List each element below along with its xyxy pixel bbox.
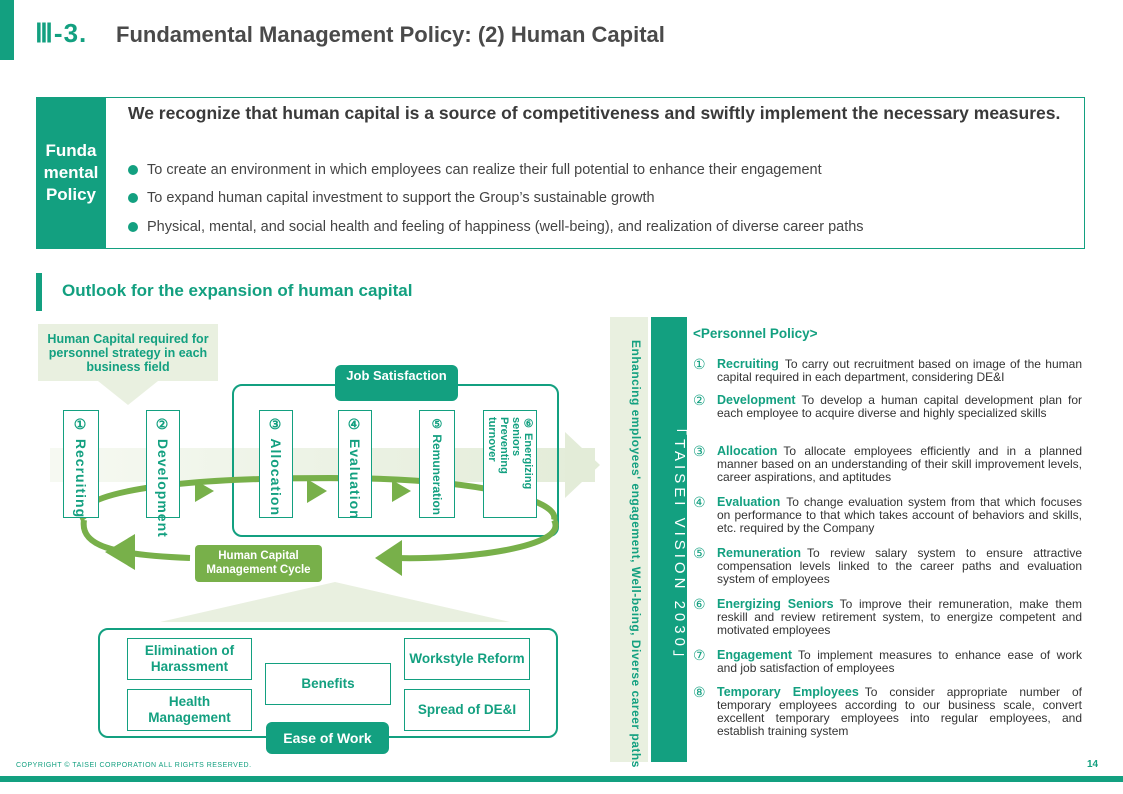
item-number: ⑧ — [693, 684, 706, 700]
chevron-right-icon — [195, 480, 214, 502]
item-text: To change evaluation system from that wh… — [717, 495, 1082, 535]
step-recruiting: ① Recruiting — [63, 410, 99, 518]
ease-item-harassment: Elimination of Harassment — [127, 638, 252, 680]
item-number: ② — [693, 392, 706, 408]
policy-tag-line: Policy — [45, 185, 97, 204]
item-key: Evaluation — [717, 495, 781, 509]
header-accent-bar — [0, 0, 14, 60]
step-label: ② Development — [155, 417, 171, 538]
item-text: To implement measures to enhance ease of… — [717, 648, 1082, 675]
bullet-dot-icon — [128, 165, 138, 175]
ease-item-benefits: Benefits — [265, 663, 391, 705]
item-text: To consider appropriate number of tempor… — [717, 685, 1083, 738]
policy-heading: We recognize that human capital is a sou… — [128, 103, 1061, 123]
outlook-accent-bar — [36, 273, 42, 311]
step-development: ② Development — [146, 410, 180, 538]
policy-bullet-text: To expand human capital investment to su… — [147, 190, 655, 206]
ease-of-work-label: Ease of Work — [266, 722, 389, 754]
item-number: ⑥ — [693, 596, 706, 612]
item-key: Remuneration — [717, 546, 802, 560]
step-label-line: Preventing — [498, 417, 510, 474]
step-label: ⑤ Remuneration — [430, 417, 444, 516]
policy-tag: Funda mental Policy — [36, 97, 106, 249]
cycle-arrow-head-icon — [375, 540, 402, 576]
vision-column — [651, 317, 687, 762]
support-triangle — [160, 582, 510, 622]
cycle-label: Human Capital Management Cycle — [195, 545, 322, 582]
policy-bullet: To expand human capital investment to su… — [128, 190, 655, 206]
step-allocation: ③ Allocation — [259, 410, 293, 518]
policy-tag-line: mental — [43, 163, 99, 182]
human-capital-required-box: Human Capital required for personnel str… — [38, 324, 218, 381]
section-number: Ⅲ-3. — [35, 18, 88, 48]
item-key: Recruiting — [717, 357, 779, 371]
step-label: ① Recruiting — [73, 417, 89, 519]
item-text: To improve their remuneration, make them… — [717, 597, 1082, 637]
page-title: Fundamental Management Policy: (2) Human… — [116, 22, 665, 47]
policy-bullet-text: To create an environment in which employ… — [147, 162, 822, 178]
item-number: ⑤ — [693, 545, 706, 561]
step-energizing-seniors: ⑥ Energizing seniors Preventing turnover — [483, 410, 537, 518]
personnel-policy-heading: <Personnel Policy> — [693, 326, 818, 341]
item-key: Energizing Seniors — [717, 597, 834, 611]
cycle-arrow-head-icon — [105, 534, 135, 570]
ease-item-workstyle: Workstyle Reform — [404, 638, 530, 680]
policy-bullet: To create an environment in which employ… — [128, 162, 822, 178]
item-key: Allocation — [717, 444, 778, 458]
bullet-dot-icon — [128, 222, 138, 232]
chevron-right-icon — [307, 479, 327, 503]
step-label: ④ Evaluation — [347, 417, 363, 520]
step-label-line: ⑥ Energizing — [522, 417, 534, 490]
item-key: Engagement — [717, 648, 793, 662]
footer-bar — [0, 776, 1123, 782]
step-label-line: turnover — [486, 417, 498, 462]
step-remuneration: ⑤ Remuneration — [419, 410, 455, 518]
cycle-arc-right — [394, 518, 559, 562]
policy-bullet-text: Physical, mental, and social health and … — [147, 219, 864, 235]
ease-item-dei: Spread of DE&I — [404, 689, 530, 731]
bullet-dot-icon — [128, 193, 138, 203]
item-number: ③ — [693, 443, 706, 459]
chevron-right-icon — [392, 480, 411, 502]
job-satisfaction-label: Job Satisfaction — [335, 365, 458, 401]
page-number: 14 — [1087, 759, 1099, 770]
step-label-line: seniors — [510, 417, 522, 457]
engagement-column — [610, 317, 648, 762]
step-label: ③ Allocation — [268, 417, 284, 517]
ease-item-health: Health Management — [127, 689, 252, 731]
item-number: ④ — [693, 494, 706, 510]
item-key: Temporary Employees — [717, 685, 859, 699]
item-text: To review salary system to ensure attrac… — [717, 546, 1082, 586]
item-number: ⑦ — [693, 647, 706, 663]
outlook-title: Outlook for the expansion of human capit… — [62, 281, 413, 300]
cycle-arc-left — [80, 519, 191, 561]
item-key: Development — [717, 393, 796, 407]
flow-arrow-icon — [565, 432, 600, 498]
item-text: To develop a human capital development p… — [717, 393, 1082, 420]
policy-bullet: Physical, mental, and social health and … — [128, 219, 864, 235]
down-arrow-icon — [98, 381, 158, 405]
copyright: COPYRIGHT © TAISEI CORPORATION ALL RIGHT… — [16, 762, 252, 769]
policy-tag-line: Funda — [45, 141, 97, 160]
step-label: ⑥ Energizing seniors Preventing turnover — [486, 417, 534, 489]
vision-text: 「TAISEI VISION 2030」 — [671, 420, 688, 669]
step-evaluation: ④ Evaluation — [338, 410, 372, 520]
item-text: To carry out recruitment based on image … — [717, 357, 1082, 384]
item-text: To allocate employees efficiently and in… — [717, 444, 1082, 484]
engagement-text: Enhancing employees' engagement, Well-be… — [629, 340, 643, 768]
item-number: ① — [693, 356, 706, 372]
